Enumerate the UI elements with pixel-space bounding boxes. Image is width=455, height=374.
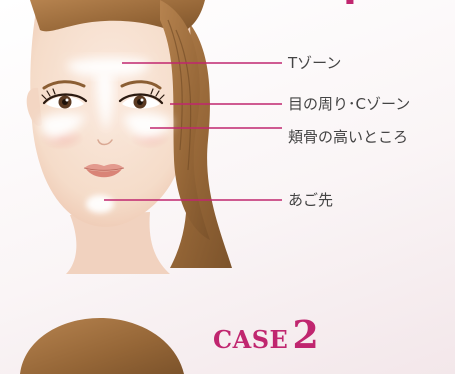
hair-side-right — [160, 0, 210, 240]
face-illustration-2-hair — [20, 318, 184, 374]
lips — [83, 164, 125, 178]
case-number-top: 1 — [336, 0, 358, 4]
eye-right — [118, 88, 165, 109]
eyebrow-right — [120, 80, 162, 90]
neck — [66, 212, 170, 274]
nose — [97, 139, 113, 146]
leader-lines — [104, 62, 282, 201]
case-number: 2 — [292, 312, 319, 357]
label-t-zone: Tゾーン — [288, 54, 342, 72]
eyebrow-left — [42, 80, 86, 90]
ear-left — [26, 87, 42, 126]
case-word: CASE — [213, 325, 289, 354]
label-cheekbones: 頬骨の高いところ — [288, 128, 409, 146]
eye-left — [41, 88, 88, 109]
label-eye-c-zone: 目の周り･Cゾーン — [288, 95, 411, 113]
label-chin: あご先 — [288, 191, 334, 209]
hair-strands — [167, 19, 192, 171]
